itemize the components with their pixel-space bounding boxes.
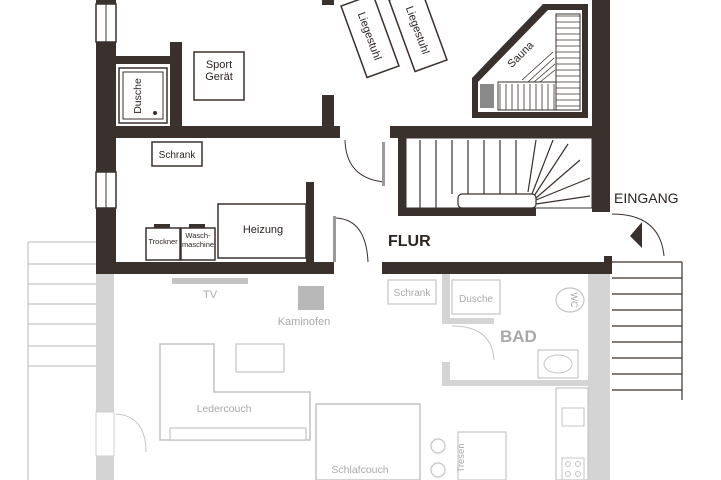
shower-tray-top [118, 67, 168, 124]
lower-right-wall [588, 274, 610, 480]
upper-bottom-wall-left [96, 262, 334, 274]
waschmaschine-label-1: Wasch- [185, 231, 211, 240]
schrank-top-label: Schrank [159, 150, 197, 161]
bar-stool-2 [430, 462, 446, 478]
tv-label: TV [203, 289, 218, 301]
upper-level: Dusche Sport Gerät Liegestuhl Liegestuhl [95, 0, 679, 274]
liegestuhl-2: Liegestuhl [388, 0, 448, 73]
exterior-stairs-left [27, 241, 96, 480]
lower-level: TV Kaminofen Schrank Dusche WC BAD Leder… [95, 274, 610, 480]
kaminofen [298, 286, 324, 310]
liegestuhl-1: Liegestuhl [340, 0, 400, 79]
heizung [217, 203, 307, 259]
ledercouch-label: Ledercouch [197, 403, 252, 415]
dusche-top-label: Dusche [132, 78, 144, 114]
dusche-bad-label: Dusche [459, 294, 493, 305]
sport-label-2: Gerät [205, 71, 233, 83]
staircase [398, 137, 593, 216]
sauna: Sauna [472, 4, 588, 118]
exterior-stairs-right [612, 261, 683, 400]
waschmaschine-label-2: maschine [182, 240, 214, 249]
sport-label-1: Sport [206, 59, 232, 71]
shower-tray-bad [451, 279, 501, 315]
kaminofen-label: Kaminofen [278, 316, 331, 328]
trockner [145, 227, 181, 261]
sport-equipment [193, 51, 245, 101]
kitchen-counter [555, 387, 589, 480]
door-swing-flur [333, 217, 369, 263]
upper-horizontal-wall-left [116, 126, 340, 138]
heizung-label: Heizung [243, 224, 283, 236]
schrank-top [151, 141, 203, 167]
schrank-bottom-label: Schrank [394, 288, 432, 299]
door-swing-upper [344, 139, 385, 183]
tresen-label: Tresen [456, 443, 467, 472]
ledercouch: Ledercouch [159, 343, 311, 441]
schlafcouch-label: Schlafcouch [331, 464, 388, 476]
right-outer-wall [592, 0, 610, 212]
bad-label: BAD [500, 327, 537, 346]
tv [172, 278, 248, 284]
bar-stool-1 [430, 438, 446, 454]
sauna-stove [480, 84, 494, 108]
schlafcouch [315, 403, 421, 480]
upper-horizontal-wall-right [390, 126, 592, 138]
flur-label: FLUR [388, 233, 431, 250]
trockner-label: Trockner [148, 237, 178, 246]
wc-label: WC [569, 293, 579, 308]
eingang-label: EINGANG [614, 190, 679, 206]
tresen [457, 431, 507, 480]
upper-bottom-wall-right [382, 262, 610, 274]
wc [555, 287, 585, 313]
schrank-bottom [387, 279, 437, 305]
entrance-door-swing [611, 213, 665, 257]
coffee-table [235, 343, 285, 373]
entrance-door [630, 222, 642, 248]
